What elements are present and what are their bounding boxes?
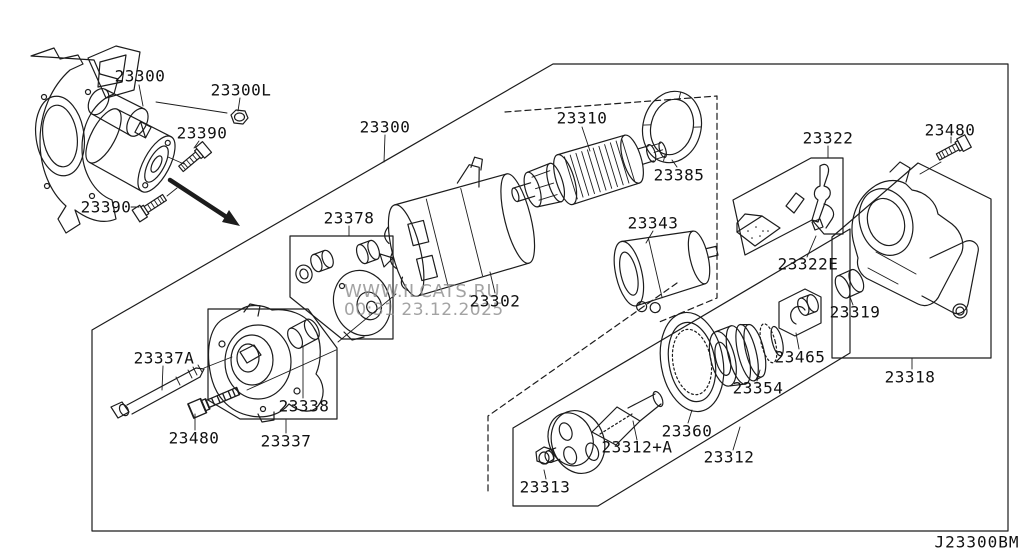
- watermark: WWW.ILCATS.RU 00:31 23.12.2025: [344, 282, 504, 320]
- dashed-group-boundaries: [487, 95, 718, 493]
- part-label-23310: 23310: [556, 108, 608, 128]
- part-label-23337A: 23337A: [133, 348, 195, 368]
- part-label-23390-lower: 23390: [80, 197, 132, 217]
- pinion-23354-drawing: [708, 323, 784, 387]
- stopper-23465-drawing: [756, 288, 822, 382]
- ring-23385-drawing: [641, 90, 703, 164]
- part-label-23322E: 23322E: [777, 254, 839, 274]
- brush-box-23378: [289, 225, 397, 343]
- drive-box-23312: [512, 228, 851, 507]
- ring-gear-23360-drawing: [659, 311, 725, 413]
- part-label-23385: 23385: [653, 165, 705, 185]
- part-label-23312A: 23312+A: [601, 437, 673, 457]
- part-label-23313: 23313: [519, 477, 571, 497]
- part-label-23360: 23360: [661, 421, 713, 441]
- armature-23310-drawing: [511, 134, 667, 208]
- part-label-23343: 23343: [627, 213, 679, 233]
- end-housing-box-23318: [831, 161, 992, 370]
- part-label-23300-main: 23300: [359, 117, 411, 137]
- part-label-23337: 23337: [260, 431, 312, 451]
- leader-23480-top: [919, 136, 952, 175]
- part-label-23312: 23312: [703, 447, 755, 467]
- part-label-23480-bottom: 23480: [168, 428, 220, 448]
- part-label-23300L: 23300L: [210, 80, 272, 100]
- diagram-code: J23300BM: [934, 532, 1020, 552]
- direction-arrow: [167, 177, 240, 226]
- part-label-23465: 23465: [774, 347, 826, 367]
- outer-assembly-box: [91, 63, 1009, 532]
- part-label-23319: 23319: [829, 302, 881, 322]
- installed-starter-drawing: [85, 88, 176, 193]
- leaders-armature-group: [581, 126, 678, 244]
- part-label-23322: 23322: [802, 128, 854, 148]
- leader-23302: [489, 271, 496, 294]
- solenoid-23343-drawing: [613, 230, 719, 314]
- leader-lines-engine: [130, 84, 241, 208]
- part-label-23318: 23318: [884, 367, 936, 387]
- shaft-23312A-drawing: [544, 390, 664, 474]
- gear-case-box-23337: [161, 303, 338, 434]
- nut-23300L-drawing: [230, 109, 249, 125]
- part-label-23390-upper: 23390: [176, 123, 228, 143]
- leader-23300-main: [383, 134, 386, 163]
- watermark-site: WWW.ILCATS.RU: [344, 281, 501, 302]
- bolt-23390-upper-drawing: [175, 141, 213, 175]
- part-label-23354: 23354: [732, 378, 784, 398]
- brush-plate-box-23322: [732, 145, 844, 258]
- engine-block-drawing: [30, 45, 141, 234]
- part-label-23300-engine: 23300: [114, 66, 166, 86]
- part-label-23302: 23302: [469, 291, 521, 311]
- part-label-23338: 23338: [278, 396, 330, 416]
- yoke-23302-drawing: [384, 156, 536, 297]
- part-label-23480-top: 23480: [924, 120, 976, 140]
- watermark-timestamp: 00:31 23.12.2025: [344, 300, 504, 320]
- part-label-23378: 23378: [323, 208, 375, 228]
- bolt-23480-bottom-drawing: [187, 383, 242, 419]
- bushing-23319-drawing: [834, 268, 865, 306]
- bolt-23337A-drawing: [110, 364, 205, 419]
